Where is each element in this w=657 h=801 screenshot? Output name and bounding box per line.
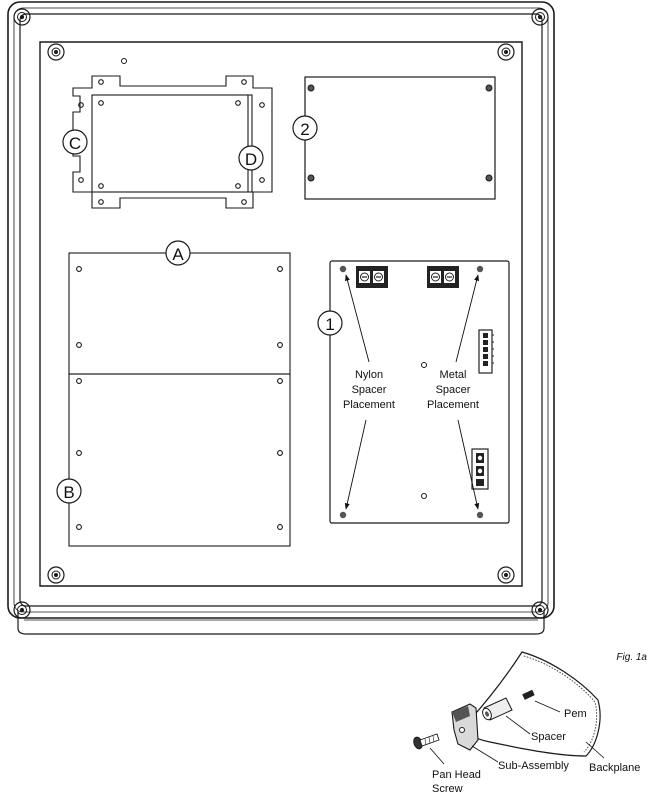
backplane-hole-bottom-left: [47, 566, 65, 584]
metal-label-line-3: Placement: [427, 399, 479, 411]
board-spacer-bottom-right: [476, 511, 484, 519]
backplane-hole-top-right: [497, 43, 515, 61]
terminal-block-left: [356, 266, 388, 288]
callout-d-text: D: [245, 150, 257, 169]
circuit-board-1: [329, 260, 510, 524]
callout-c-text: C: [69, 134, 81, 153]
sub-assembly-leader: [471, 745, 499, 763]
callout-2-text: 2: [300, 120, 309, 139]
nylon-label-line-2: Spacer: [352, 384, 387, 396]
figure-caption: Fig. 1a: [616, 652, 647, 663]
backplane-hole-top-left: [47, 43, 65, 61]
pem-part: [522, 689, 535, 700]
corner-screw-bottom-right: [531, 601, 549, 619]
metal-spacer-label: Metal Spacer Placement: [427, 369, 479, 411]
pan-head-screw-label-line-2: Screw: [432, 783, 463, 795]
pem-leader: [534, 700, 561, 713]
metal-label-line-1: Metal: [440, 369, 467, 381]
mounting-bracket: [72, 75, 273, 209]
callout-b-text: B: [63, 483, 74, 502]
corner-screw-bottom-left: [13, 601, 31, 619]
callout-a-text: A: [172, 245, 184, 264]
spacer-leader: [505, 715, 531, 735]
backplane-sheet: [466, 651, 601, 757]
nylon-spacer-label: Nylon Spacer Placement: [343, 369, 395, 411]
enclosure: [7, 1, 555, 635]
nylon-spacer-arrows: [344, 274, 370, 510]
callout-b: B: [56, 478, 82, 504]
corner-screw-top-left: [13, 8, 31, 26]
side-terminal-connector: [471, 448, 489, 490]
callout-2: 2: [292, 115, 318, 141]
screw-leader: [429, 747, 445, 765]
board-spacer-top-right: [476, 265, 484, 273]
metal-spacer-arrows: [455, 274, 480, 510]
board-spacer-top-left: [339, 265, 347, 273]
component-plate-b: [68, 373, 291, 547]
spacer-part: [482, 697, 513, 721]
nylon-label-line-3: Placement: [343, 399, 395, 411]
backplane-small-hole: [121, 58, 127, 64]
callout-1-text: 1: [325, 315, 334, 334]
metal-label-line-2: Spacer: [436, 384, 471, 396]
board-spacer-bottom-left: [339, 511, 347, 519]
callout-d: D: [238, 145, 264, 171]
terminal-block-right: [427, 266, 459, 288]
fig-1a-backplane-detail: [413, 651, 605, 765]
backplane-leader: [585, 741, 605, 759]
corner-screw-top-right: [531, 8, 549, 26]
pan-head-screw-part: [413, 733, 440, 750]
pem-label: Pem: [564, 708, 587, 720]
callout-c: C: [62, 129, 88, 155]
backplane-mounting-holes: [47, 43, 515, 584]
callout-a: A: [165, 240, 191, 266]
enclosure-corner-screws: [13, 8, 549, 619]
sub-assembly-label: Sub-Assembly: [498, 760, 569, 772]
pin-header-connector: [478, 329, 494, 374]
pan-head-screw-label-line-1: Pan Head: [432, 769, 481, 781]
backplane-hole-bottom-right: [497, 566, 515, 584]
callout-1: 1: [317, 310, 343, 336]
nylon-label-line-1: Nylon: [355, 369, 383, 381]
spacer-label: Spacer: [531, 731, 566, 743]
backplane-label: Backplane: [589, 762, 640, 774]
